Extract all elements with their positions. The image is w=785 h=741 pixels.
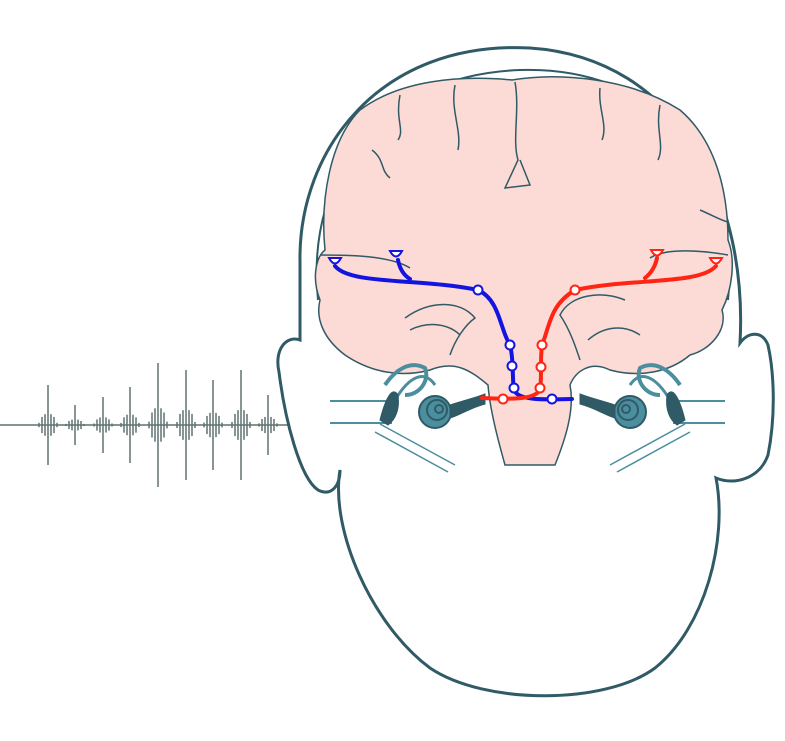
relay-nodes (327, 249, 724, 405)
relay-node-left (504, 339, 516, 351)
relay-node-left (472, 284, 484, 296)
cortex-terminal-left (388, 250, 404, 258)
auditory-pathway-right-icon (480, 256, 718, 401)
relay-node-right (534, 382, 546, 394)
relay-node-right (535, 361, 547, 373)
left-ear-icon (330, 363, 486, 473)
cortex-terminal-left (327, 257, 343, 265)
relay-node-right (569, 284, 581, 296)
relay-node-left (508, 382, 520, 394)
cortex-terminal-right (708, 257, 724, 265)
auditory-pathway-left-icon (333, 258, 574, 402)
sound-wave-icon (0, 363, 305, 487)
brain (314, 76, 733, 466)
right-ear-icon (579, 363, 725, 473)
cortex-terminal-right (649, 249, 665, 257)
relay-node-left (506, 360, 518, 372)
relay-node-right (536, 339, 548, 351)
relay-node-left (546, 393, 558, 405)
relay-node-right (497, 393, 509, 405)
